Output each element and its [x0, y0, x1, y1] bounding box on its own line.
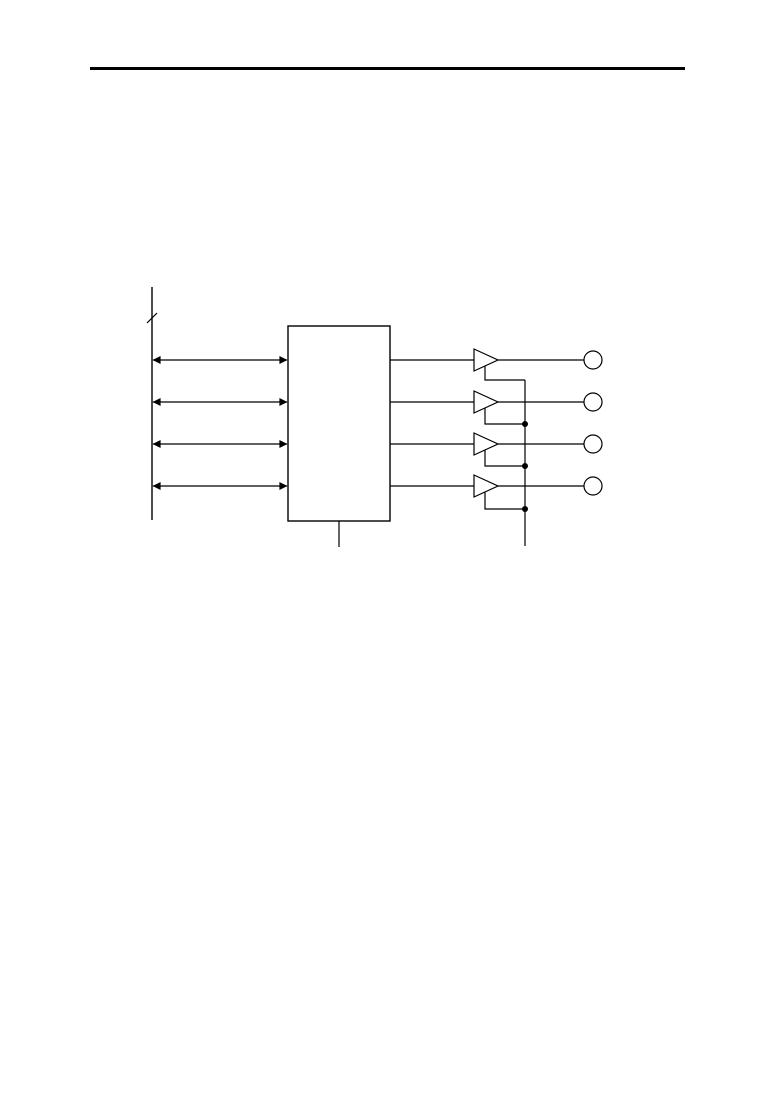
- junction-dot: [522, 463, 528, 469]
- buffer-enable-link: [484, 366, 525, 381]
- header-rule: [90, 67, 685, 70]
- buffer-triangle-icon: [473, 432, 500, 456]
- channel-1: [152, 348, 603, 381]
- channel-2: [152, 390, 603, 427]
- buffer-enable-link: [484, 408, 525, 425]
- register-block-outline: [287, 325, 391, 522]
- buffer-enable-link: [484, 450, 525, 467]
- output-pin-icon: [583, 392, 603, 412]
- buffer-triangle-icon: [473, 348, 500, 372]
- data-bus: [146, 287, 158, 520]
- channel-3: [152, 432, 603, 469]
- register-block: [287, 325, 391, 547]
- buffer-triangle-icon: [473, 474, 500, 498]
- junction-dot: [522, 506, 528, 512]
- output-pin-icon: [583, 434, 603, 454]
- junction-dot: [522, 421, 528, 427]
- output-pin-icon: [583, 350, 603, 370]
- buffer-enable-link: [484, 492, 525, 510]
- buffer-triangle-icon: [473, 390, 500, 414]
- output-pin-icon: [583, 476, 603, 496]
- bus-width-slash: [146, 312, 158, 324]
- channel-4: [152, 474, 603, 512]
